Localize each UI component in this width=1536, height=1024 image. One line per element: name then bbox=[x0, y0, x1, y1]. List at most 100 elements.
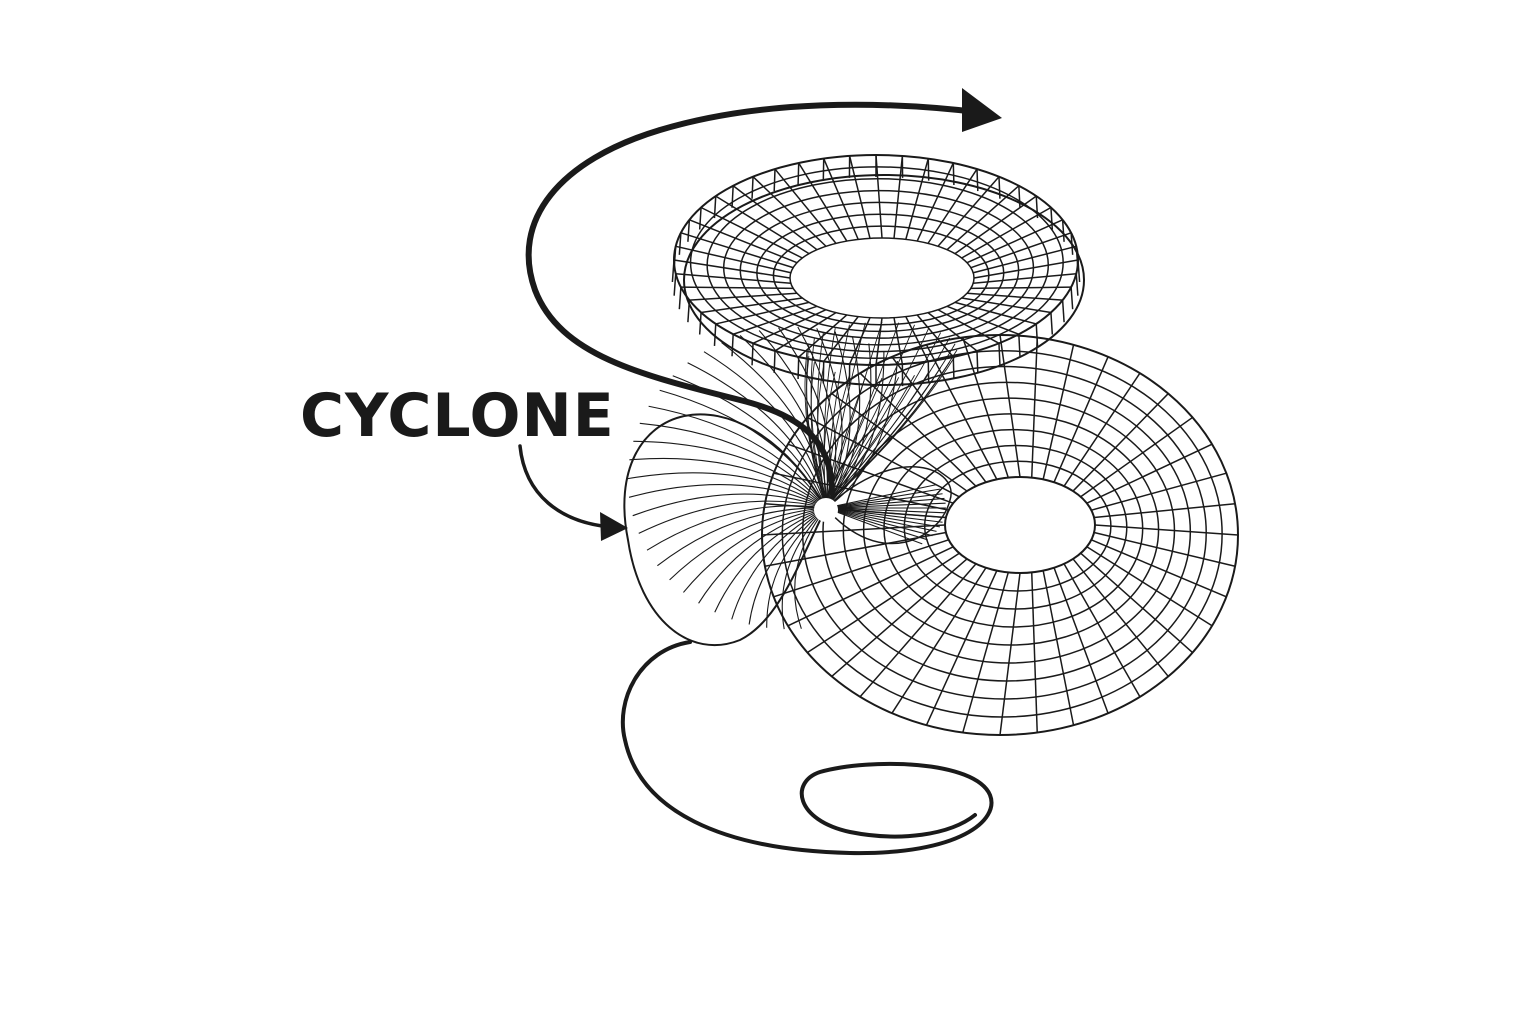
top-torus-spoke bbox=[955, 302, 1036, 324]
lobe-right-flow-line bbox=[826, 489, 940, 508]
top-torus-spoke bbox=[824, 159, 858, 240]
bottom-torus-spoke bbox=[1073, 559, 1168, 676]
top-torus-spoke bbox=[973, 246, 1076, 272]
bottom-torus-spoke bbox=[1054, 568, 1108, 713]
top-torus-spoke bbox=[775, 313, 836, 351]
bottom-torus-spoke bbox=[1091, 473, 1226, 510]
top-torus-rim-tick bbox=[1051, 313, 1052, 335]
lobe-right-flow-line bbox=[826, 508, 932, 536]
top-torus-spoke bbox=[947, 186, 1019, 250]
vortex-center bbox=[814, 498, 838, 522]
top-torus-lower-rim bbox=[684, 175, 1084, 385]
top-torus-spoke bbox=[681, 287, 793, 288]
lobe-right-flow-line bbox=[826, 503, 946, 508]
lobe-flow-line bbox=[640, 423, 826, 508]
lobe-flow-line bbox=[657, 508, 826, 566]
lobe-flow-line bbox=[647, 506, 826, 550]
bottom-torus-spoke bbox=[860, 373, 976, 486]
lobe-right-flow-line bbox=[826, 508, 946, 513]
bottom-torus-spoke bbox=[1000, 335, 1020, 477]
bottom-torus-spoke bbox=[1081, 553, 1193, 652]
top-torus-rim-tick bbox=[732, 334, 733, 356]
top-torus-spoke bbox=[689, 293, 797, 300]
top-torus-spoke bbox=[850, 156, 870, 238]
lobe-right-flow-line bbox=[826, 508, 940, 527]
top-torus-rim-tick bbox=[999, 177, 1000, 199]
bottom-torus-spoke bbox=[1043, 345, 1073, 480]
top-torus-rim-tick bbox=[977, 169, 978, 191]
lobe-right-flow-line bbox=[826, 498, 944, 508]
top-torus-spoke bbox=[733, 306, 817, 334]
bottom-torus-spoke bbox=[926, 345, 996, 480]
funnel-stem-line bbox=[811, 338, 826, 505]
top-torus-spoke bbox=[716, 302, 809, 324]
top-torus-rim-tick bbox=[977, 351, 978, 373]
bottom-torus-hole bbox=[945, 477, 1095, 573]
lobe-flow-line bbox=[628, 473, 826, 508]
top-torus-spoke bbox=[928, 313, 977, 351]
top-torus-rim-tick bbox=[679, 287, 681, 309]
bottom-torus-spoke bbox=[807, 417, 959, 496]
cyclone-label: CYCLONE bbox=[300, 381, 615, 451]
lobe-right-flow-line bbox=[826, 508, 922, 544]
top-torus-spoke bbox=[967, 220, 1063, 263]
bottom-torus-spoke bbox=[1032, 572, 1037, 732]
top-torus-rim-tick bbox=[700, 208, 701, 230]
funnel-stem-line bbox=[818, 367, 826, 505]
lobe-right-flow-line bbox=[826, 485, 937, 508]
top-torus-spoke bbox=[962, 208, 1051, 259]
lobe-flow-line bbox=[633, 494, 826, 516]
funnel-stem-line bbox=[826, 338, 950, 505]
top-torus-rim-tick bbox=[774, 169, 775, 191]
top-torus-spoke bbox=[676, 246, 791, 272]
top-torus-spoke bbox=[701, 298, 802, 313]
bottom-torus-spoke bbox=[1064, 564, 1140, 697]
funnel-stem-line bbox=[826, 362, 950, 505]
bottom-torus-spoke bbox=[1087, 547, 1212, 626]
top-torus-rim-tick bbox=[1019, 334, 1020, 356]
top-torus-spoke bbox=[938, 177, 999, 247]
lobe-flow-line bbox=[683, 508, 826, 592]
spiral-arrowhead bbox=[962, 88, 1002, 132]
bottom-torus-spoke bbox=[860, 564, 976, 697]
lobe-flow-line bbox=[795, 508, 826, 629]
top-torus-spoke bbox=[906, 317, 928, 362]
top-torus-rim-tick bbox=[752, 343, 753, 365]
top-torus-rim-tick bbox=[1071, 287, 1073, 309]
top-torus-rim-tick bbox=[732, 186, 733, 208]
bottom-torus-spoke bbox=[788, 547, 953, 626]
top-torus-spoke bbox=[701, 208, 802, 259]
top-torus-rim-tick bbox=[674, 246, 676, 268]
top-torus-spoke bbox=[753, 310, 826, 344]
top-torus-rim-tick bbox=[1036, 324, 1037, 346]
lobe-flow-line bbox=[639, 501, 826, 533]
lobe-right-flow-line bbox=[826, 508, 944, 518]
spiral-flow-arrow bbox=[525, 101, 988, 495]
lobe-flow-line bbox=[749, 508, 826, 625]
top-torus-spoke bbox=[799, 163, 847, 241]
top-torus-spoke bbox=[894, 156, 902, 238]
bottom-torus-spoke bbox=[892, 357, 986, 482]
top-torus-rim-tick bbox=[1063, 220, 1064, 242]
top-torus-spoke bbox=[799, 315, 847, 357]
funnel-stem-line bbox=[818, 333, 826, 505]
top-torus-spoke bbox=[973, 274, 1076, 284]
top-torus-rim-tick bbox=[999, 343, 1000, 365]
top-torus-rim-tick bbox=[1051, 208, 1052, 230]
top-torus-spoke bbox=[753, 177, 826, 247]
bottom-torus-spoke bbox=[1087, 444, 1212, 503]
top-torus-rim-tick bbox=[1071, 233, 1073, 255]
top-torus-spoke bbox=[681, 233, 793, 268]
top-torus-spoke bbox=[716, 196, 809, 254]
top-torus-spoke bbox=[974, 260, 1078, 278]
top-torus-spoke bbox=[917, 315, 953, 357]
top-torus-spoke bbox=[917, 163, 953, 241]
top-torus-spoke bbox=[971, 287, 1071, 288]
lobe-right-flow-line bbox=[826, 508, 943, 522]
lobe-flow-line bbox=[633, 441, 826, 508]
top-torus-spoke bbox=[928, 169, 977, 243]
bottom-torus-spoke bbox=[1043, 571, 1073, 726]
top-torus-spoke bbox=[676, 274, 791, 284]
lobe-flow-line bbox=[673, 376, 826, 508]
